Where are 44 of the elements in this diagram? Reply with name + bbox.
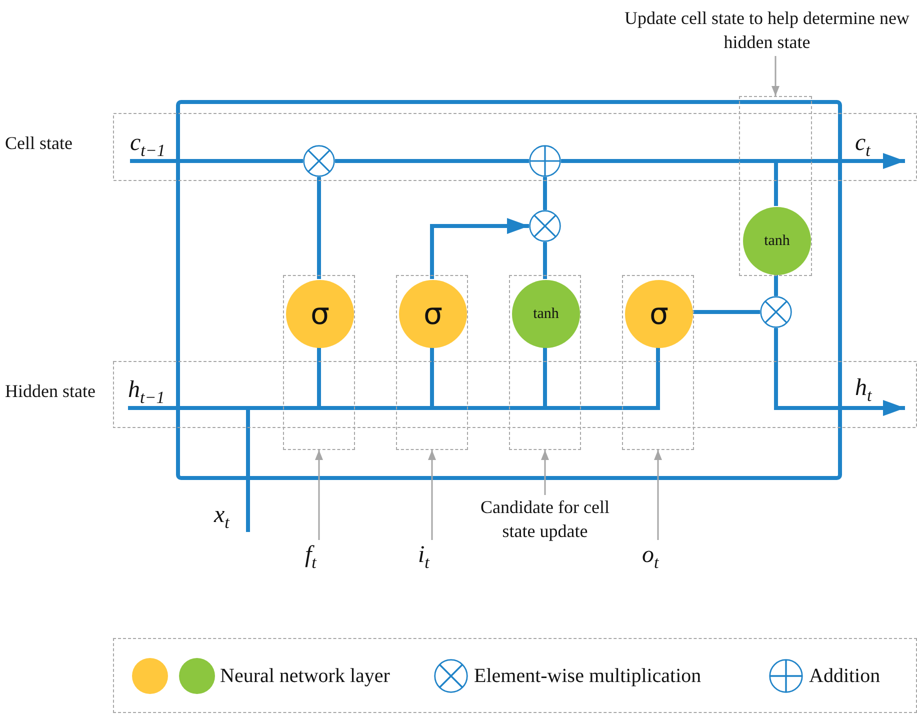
- variable-label: c$_{t}$: [855, 128, 905, 161]
- multiplication-symbol: [529, 210, 561, 242]
- connector-line: [561, 159, 778, 206]
- sigmoid-layer: σ: [286, 280, 354, 348]
- variable-label: x$_{t}$: [214, 500, 248, 532]
- annotation-text: Update cell state to help determine new hidden state: [617, 6, 917, 56]
- arrow: [774, 328, 905, 416]
- dashed-box: [739, 96, 812, 276]
- sigmoid-layer: σ: [625, 280, 693, 348]
- variable-label: h$_{t−1}$: [128, 375, 184, 408]
- leader-line: [428, 450, 436, 540]
- annotation-text: Candidate for cell state update: [462, 495, 628, 547]
- connector-line: [335, 159, 529, 163]
- variable-label: o$_{t}$: [642, 540, 676, 574]
- leader-line: [541, 450, 549, 495]
- connector-line: [774, 274, 778, 296]
- tanh-layer: tanh: [512, 280, 580, 348]
- band-label: Cell state: [5, 133, 72, 154]
- dashed-box: [622, 275, 694, 450]
- variable-label: i$_{t}$: [418, 540, 450, 574]
- leader-line: [654, 450, 662, 540]
- variable-label: h$_{t}$: [855, 373, 905, 408]
- connector-line: [692, 310, 760, 314]
- variable-label: c$_{t−1}$: [130, 128, 182, 161]
- leader-line: [315, 450, 323, 540]
- legend-text: Element-wise multiplication: [474, 664, 702, 689]
- legend-text: Addition: [809, 664, 880, 689]
- connector-line: [317, 177, 321, 279]
- connector-line: [543, 242, 547, 279]
- variable-label: f$_{t}$: [305, 540, 337, 574]
- arrow: [430, 218, 529, 279]
- connector-line: [130, 159, 303, 163]
- legend-text: Neural network layer: [220, 664, 390, 689]
- addition-symbol: [529, 145, 561, 177]
- dashed-box: [509, 275, 581, 450]
- dashed-box: [396, 275, 468, 450]
- sigmoid-layer: σ: [399, 280, 467, 348]
- connector-line: [543, 177, 547, 210]
- tanh-layer: tanh: [743, 207, 811, 275]
- band-label: Hidden state: [5, 381, 96, 402]
- dashed-box: [283, 275, 355, 450]
- multiplication-symbol: [760, 296, 792, 328]
- multiplication-symbol: [303, 145, 335, 177]
- leader-line: [772, 56, 780, 96]
